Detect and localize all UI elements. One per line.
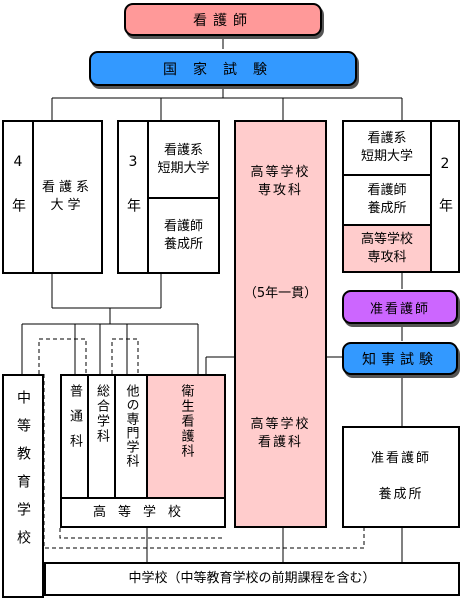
- assoc-nurse-label: 准看護師: [369, 301, 430, 317]
- assoc-nurse-school-label: 准看護師 養成所: [370, 451, 431, 502]
- dashed-path-mid: [111, 338, 139, 374]
- five-year-label: （5年一貫）: [243, 286, 318, 301]
- university-years: 4年: [10, 154, 26, 240]
- dashed-path-left: [38, 338, 87, 374]
- hs-advanced-label: 高等学校 専攻科: [250, 165, 311, 198]
- assoc-nurse-box: 准看護師: [342, 290, 458, 324]
- hs-nursing-label: 高等学校 看護科: [250, 417, 311, 450]
- dashed-path-bottom-outer: [43, 374, 365, 549]
- right-nurse-school-label: 看護師 養成所: [367, 183, 407, 216]
- hs-course-general: 普通科: [67, 384, 82, 459]
- high-school-box: 普通科 総合学科 他の専門学科 衛生看護科 高等学校: [60, 374, 226, 528]
- high-school-5yr-box: 高等学校 専攻科 （5年一貫） 高等学校 看護科: [234, 120, 327, 528]
- governor-exam-box: 知事試験: [342, 342, 458, 375]
- junior-high-box: 中学校（中等教育学校の前期課程を含む）: [44, 562, 460, 596]
- university-label: 看護系 大学: [41, 180, 93, 213]
- dashed-path-bottom-inner: [59, 528, 224, 539]
- junior-college-label: 看護系 短期大学: [157, 142, 210, 176]
- right-hs-advanced-label: 高等学校 専攻科: [344, 226, 430, 271]
- nurse-school-label: 看護師 養成所: [163, 218, 203, 252]
- secondary-school-label: 中等教育学校: [15, 390, 31, 558]
- nurse-label: 看護師: [193, 12, 253, 29]
- national-exam-label: 国家試験: [163, 61, 283, 78]
- governor-exam-label: 知事試験: [362, 351, 438, 368]
- course-2yr-box: 看護系 短期大学 看護師 養成所 高等学校 専攻科 2年: [342, 120, 460, 273]
- hs-course-integrated: 総合学科: [94, 384, 109, 444]
- assoc-nurse-school-box: 准看護師 養成所: [342, 426, 460, 528]
- secondary-school-box: 中等教育学校: [2, 374, 44, 598]
- hs-course-other: 他の専門学科: [123, 384, 139, 468]
- college-3yr-box: 3年 看護系 短期大学 看護師 養成所: [117, 120, 220, 274]
- nurse-box: 看護師: [124, 3, 322, 36]
- junior-high-label: 中学校（中等教育学校の前期課程を含む）: [128, 571, 376, 586]
- national-exam-box: 国家試験: [89, 51, 357, 86]
- right-years: 2年: [437, 155, 453, 238]
- college-years: 3年: [125, 154, 141, 240]
- right-junior-college-label: 看護系 短期大学: [360, 131, 413, 164]
- university-4yr-box: 4年 看護系 大学: [2, 120, 103, 274]
- high-school-label: 高等学校: [92, 504, 193, 520]
- hs-course-nursing: 衛生看護科: [148, 376, 224, 497]
